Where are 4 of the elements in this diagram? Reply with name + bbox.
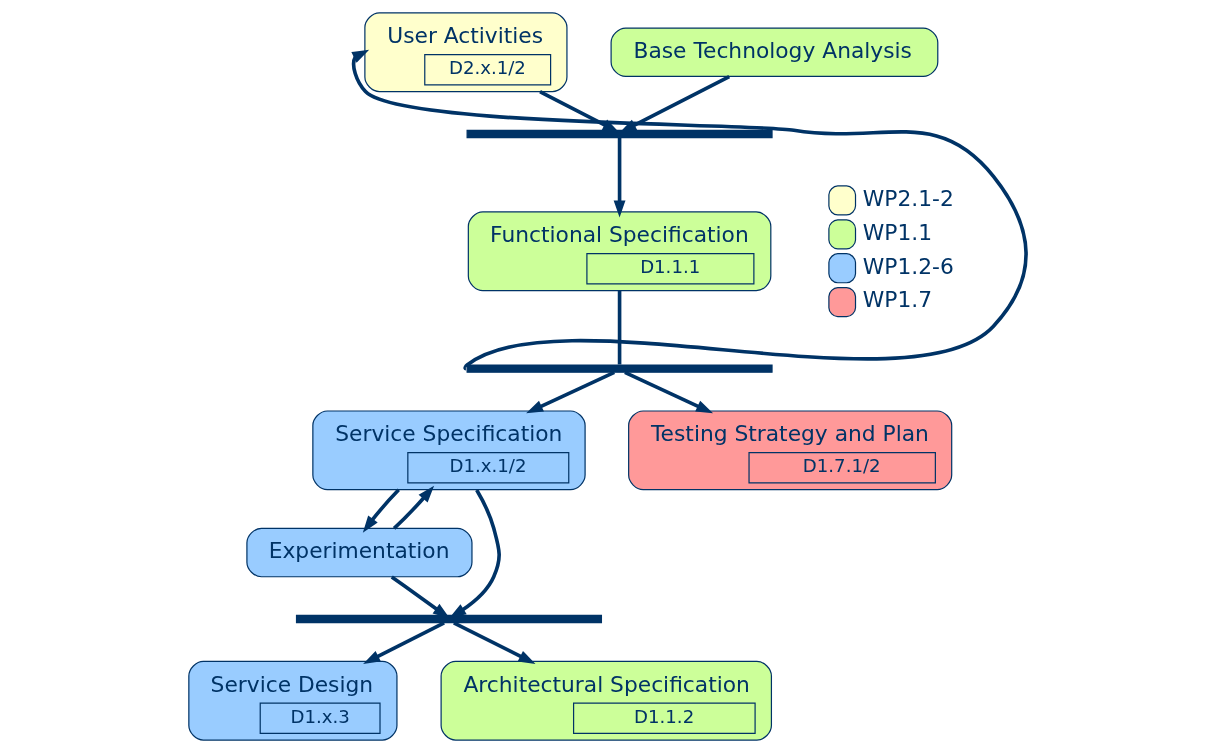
- legend-label: WP2.1-2: [862, 185, 954, 211]
- legend-label: WP1.2-6: [862, 253, 954, 279]
- legend-label: WP1.1: [862, 219, 932, 245]
- legend-label: WP1.7: [862, 287, 932, 313]
